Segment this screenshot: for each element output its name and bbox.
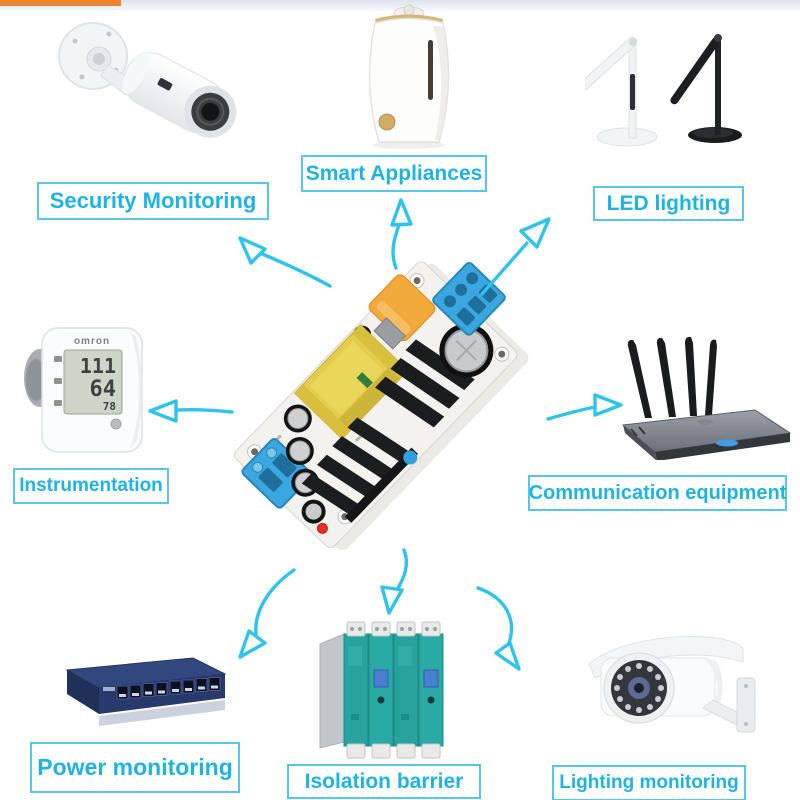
heatsink-secondary — [375, 339, 475, 428]
transformer — [293, 324, 409, 440]
blood-pressure-monitor-image: omron 111 64 78 — [24, 327, 143, 453]
bp-brand: omron — [74, 336, 110, 347]
switch-ports — [116, 677, 221, 700]
switch-reflection — [99, 700, 225, 726]
label-lighting-monitoring: Lighting monitoring — [552, 765, 746, 800]
module-display — [373, 669, 389, 688]
led-lamps-image — [585, 34, 742, 147]
bp-systolic-value: 111 — [80, 354, 116, 378]
label-led-lighting: LED lighting — [593, 186, 744, 221]
router-antennas — [627, 336, 717, 418]
humidifier-knob — [378, 113, 396, 131]
orange-accent-bar — [0, 0, 121, 6]
cctv-camera-image — [588, 635, 756, 733]
router-led — [716, 439, 738, 447]
camera-body — [122, 50, 237, 138]
transistor — [373, 317, 407, 350]
top-strip — [0, 0, 800, 11]
lamp-control-panel — [630, 74, 635, 110]
camera-face — [603, 652, 675, 724]
camera-logo — [157, 78, 173, 91]
bp-lcd — [63, 349, 123, 415]
label-instrumentation: Instrumentation — [13, 468, 169, 504]
green-component — [356, 372, 373, 389]
security-camera-image — [58, 22, 237, 138]
label-smart-appliances: Smart Appliances — [301, 155, 487, 192]
label-isolation-barrier: Isolation barrier — [287, 764, 481, 799]
camera-wall-plate — [736, 677, 756, 733]
isolator-modules — [343, 621, 444, 759]
network-switch-image — [65, 657, 227, 726]
bp-pulse-value: 78 — [103, 400, 116, 413]
bp-power-button — [110, 418, 122, 430]
label-power-monitoring: Power monitoring — [30, 742, 240, 793]
large-capacitor — [439, 323, 494, 378]
water-level-window — [428, 40, 433, 100]
humidifier-image — [368, 4, 450, 149]
isolation-barrier-image — [319, 621, 444, 759]
bp-diastolic-value: 64 — [90, 377, 117, 402]
black-desk-lamp — [670, 34, 742, 143]
thermistor — [403, 450, 418, 465]
white-desk-lamp — [585, 36, 658, 147]
heatsink-primary — [301, 417, 418, 523]
power-supply-pcb-image — [233, 261, 529, 551]
module-display — [423, 669, 439, 688]
din-end-plate — [319, 633, 345, 749]
red-led — [316, 522, 328, 534]
switch-logo — [103, 687, 115, 691]
label-security-monitoring: Security Monitoring — [37, 182, 269, 220]
router-image — [621, 336, 792, 460]
label-communication-equipment: Communication equipment — [528, 475, 787, 511]
